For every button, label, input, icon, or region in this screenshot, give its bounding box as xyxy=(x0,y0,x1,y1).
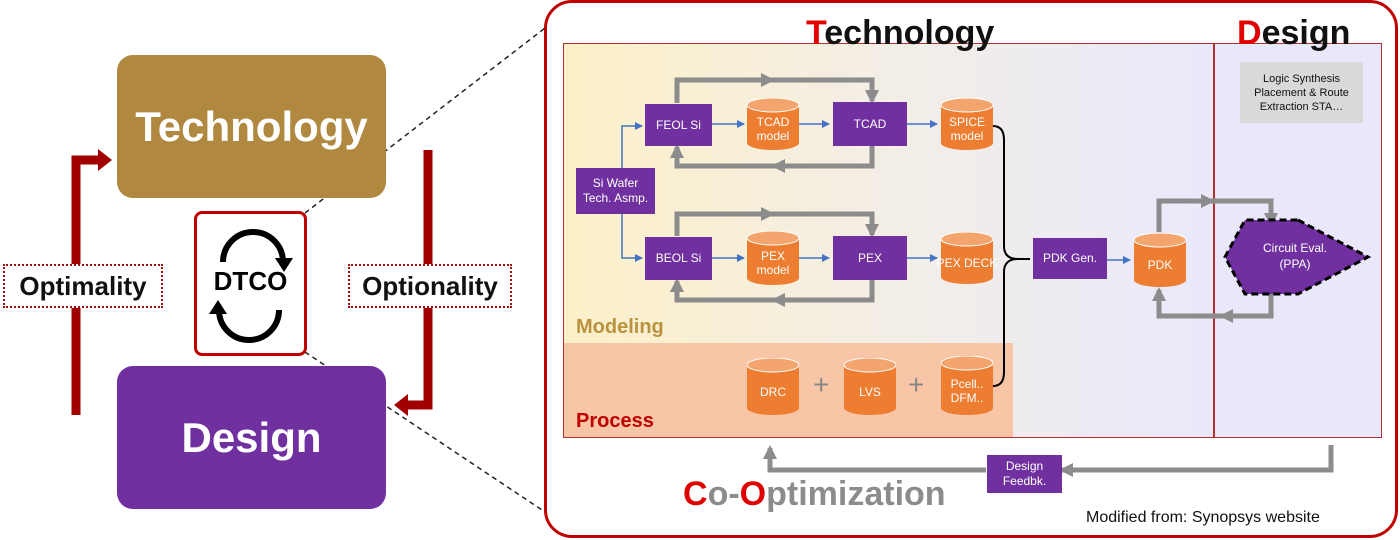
lvs-cylinder: LVS xyxy=(844,358,896,415)
technology-label: Technology xyxy=(135,102,368,150)
credit-text: Modified from: Synopsys website xyxy=(1086,509,1320,526)
pex-box: PEX xyxy=(833,236,907,280)
co-dash: - xyxy=(728,475,740,513)
tcad-label: TCAD xyxy=(853,116,887,131)
arrow-feedback-in xyxy=(1059,445,1334,477)
si-wafer-line2: Tech. Asmp. xyxy=(582,191,649,205)
plus-sign-2: + xyxy=(908,369,925,400)
optimization-rest: ptimization xyxy=(766,475,946,513)
technology-heading-initial: T xyxy=(806,14,825,52)
loop-feol-bottom-right xyxy=(771,146,875,173)
pcell-dfm-label: Pcell..DFM.. xyxy=(951,367,984,405)
design-heading-initial: D xyxy=(1237,14,1262,52)
arrow-eval-to-pdk-a xyxy=(1219,294,1274,323)
arrow-eval-to-pdk-b xyxy=(1152,287,1222,319)
loop-feol-top-left xyxy=(674,73,775,103)
design-feedback-line1: Design xyxy=(1005,459,1044,473)
design-tool-placement-route: Placement & Route xyxy=(1254,86,1349,99)
process-label: Process xyxy=(576,410,654,432)
circuit-eval-line2: (PPA) xyxy=(1279,257,1311,271)
optionality-arrow-head xyxy=(394,394,408,416)
design-feedback-line2: Feedbk. xyxy=(1002,474,1047,488)
design-tool-extraction-sta: Extraction STA… xyxy=(1259,100,1344,113)
pex-label: PEX xyxy=(857,250,882,265)
pdk-label: PDK xyxy=(1147,258,1173,272)
dtco-label: DTCO xyxy=(213,266,288,296)
feol-si-box: FEOL Si xyxy=(645,104,712,146)
tcad-model-line1: TCAD xyxy=(756,115,790,129)
arrow-wafer-beol xyxy=(621,214,643,262)
loop-beol-top-left xyxy=(674,207,775,236)
pdk-gen-box: PDK Gen. xyxy=(1033,238,1107,279)
pex-model-line1: PEX xyxy=(760,249,785,263)
circuit-eval-label: Circuit Eval. (PPA) xyxy=(1245,240,1345,272)
pex-deck-cylinder: PEX DECK xyxy=(937,232,997,284)
arrow-pdk-to-eval-b xyxy=(1212,198,1278,227)
design-heading: Design xyxy=(1237,14,1350,53)
design-tools-box: Logic Synthesis Placement & Route Extrac… xyxy=(1240,62,1363,123)
loop-beol-top-right xyxy=(772,211,879,238)
co-rest: o xyxy=(707,475,729,513)
pdk-gen-label: PDK Gen. xyxy=(1042,251,1098,265)
design-heading-rest: esign xyxy=(1261,14,1351,52)
technology-heading-rest: echnology xyxy=(824,14,995,52)
dtco-box: DTCO xyxy=(194,211,307,356)
cycle-arrows-icon xyxy=(209,229,293,343)
beol-si-label: BEOL Si xyxy=(655,251,702,265)
pcell-line2: DFM.. xyxy=(950,390,984,405)
pex-model-line2: model xyxy=(756,263,790,277)
arrow-pdk-to-eval-a xyxy=(1156,194,1215,232)
design-feedback-box: Design Feedbk. xyxy=(987,455,1062,493)
spice-model-line2: model xyxy=(950,129,984,143)
pcell-line1: Pcell.. xyxy=(950,376,984,391)
optimality-tag: Optimality xyxy=(3,264,163,308)
arrow-wafer-feol xyxy=(621,122,643,168)
arrow-feedback-out xyxy=(763,445,986,473)
optimality-arrow xyxy=(71,155,98,415)
drc-cylinder: DRC xyxy=(747,358,799,415)
loop-feol-bottom-left xyxy=(670,144,774,169)
si-wafer-line1: Si Wafer xyxy=(592,176,639,190)
optionality-tag: Optionality xyxy=(348,264,512,308)
tcad-box: TCAD xyxy=(833,102,907,146)
si-wafer-box: Si Wafer Tech. Asmp. xyxy=(576,168,655,214)
zoom-line-top xyxy=(304,27,546,214)
co-initial: C xyxy=(683,475,708,513)
loop-beol-bottom-left xyxy=(670,278,774,303)
modeling-label: Modeling xyxy=(576,316,664,338)
design-box: Design xyxy=(117,366,386,509)
pcell-dfm-cylinder: Pcell..DFM.. xyxy=(941,356,993,415)
technology-box: Technology xyxy=(117,55,386,198)
technology-heading: Technology xyxy=(806,14,994,53)
tcad-model-line2: model xyxy=(756,129,790,143)
feol-si-label: FEOL Si xyxy=(656,117,701,132)
optionality-label: Optionality xyxy=(362,270,498,301)
design-tool-logic-synthesis: Logic Synthesis xyxy=(1262,72,1341,85)
plus-sign-1: + xyxy=(813,369,830,400)
lvs-label: LVS xyxy=(859,384,881,399)
beol-si-box: BEOL Si xyxy=(645,237,712,280)
loop-beol-bottom-right xyxy=(771,280,875,307)
optimality-arrow-head xyxy=(98,149,112,171)
pex-deck-label: PEX DECK xyxy=(936,256,998,270)
drc-label: DRC xyxy=(760,384,786,399)
optimality-label: Optimality xyxy=(19,270,147,301)
spice-model-line1: SPICE xyxy=(948,115,985,129)
co-optimization-heading: Co-Optimization xyxy=(683,475,946,514)
circuit-eval-diamond xyxy=(1223,218,1372,296)
optionality-arrow xyxy=(408,150,433,410)
design-label: Design xyxy=(181,413,322,461)
pdk-cylinder: PDK xyxy=(1134,233,1186,287)
optimization-initial: O xyxy=(739,475,767,513)
loop-feol-top-right xyxy=(772,77,879,104)
circuit-eval-line1: Circuit Eval. xyxy=(1262,241,1327,255)
